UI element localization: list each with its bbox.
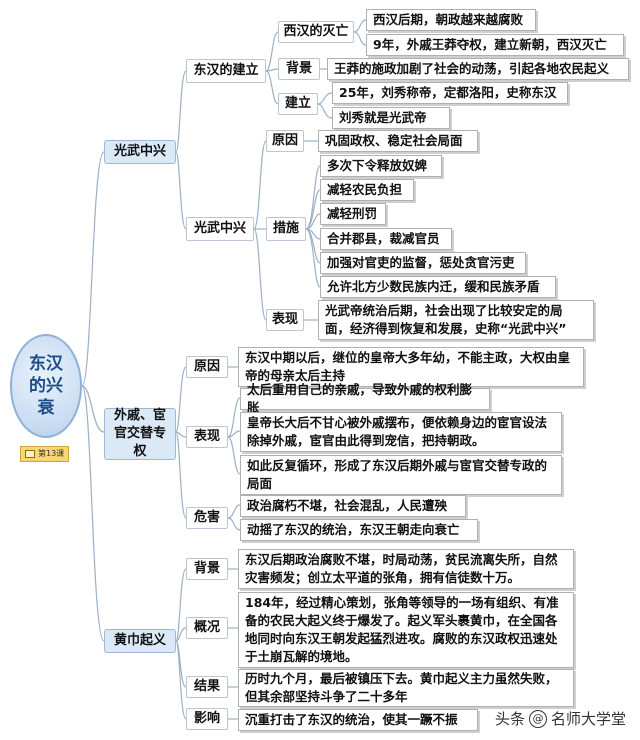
root-title-line-1: 东汉 [29, 354, 63, 374]
node-zhongxing-cuoshi[interactable]: 措施 [266, 217, 306, 241]
leaf-b2-weihai-2[interactable]: 动摇了东汉的统治，东汉王朝走向衰亡 [240, 519, 478, 541]
branch-huangjin-qiyi[interactable]: 黄巾起义 [104, 629, 176, 653]
watermark-name: 名师大学堂 [550, 710, 626, 728]
leaf-b3-gaikuang-1[interactable]: 184年，经过精心策划，张角等领导的一场有组织、有准备的农民大起义终于爆发了。起… [238, 592, 574, 668]
root-title-line-3: 衰 [37, 398, 55, 418]
leaf-cuoshi-3[interactable]: 减轻刑罚 [320, 203, 386, 225]
at-icon: @ [528, 709, 547, 728]
leaf-miewang-1[interactable]: 西汉后期，朝政越来越腐败 [366, 9, 536, 31]
leaf-cuoshi-5[interactable]: 加强对官吏的监督，惩处贪官污吏 [320, 252, 526, 274]
leaf-jianli-2[interactable]: 刘秀就是光武帝 [332, 107, 450, 129]
leaf-jianli-beijing-1[interactable]: 王莽的施政加剧了社会的动荡，引起各地农民起义 [327, 58, 629, 80]
node-donghan-jianli[interactable]: 东汉的建立 [186, 59, 266, 83]
watermark: 头条 @ 名师大学堂 [495, 708, 626, 729]
node-b2-yuanyin[interactable]: 原因 [186, 356, 228, 378]
watermark-prefix: 头条 [494, 710, 525, 728]
leaf-cuoshi-1[interactable]: 多次下令释放奴婢 [320, 155, 442, 177]
leaf-b3-beijing-1[interactable]: 东汉后期政治腐败不堪，时局动荡，贫民流离失所，自然灾害频发；创立太平道的张角，拥… [238, 549, 574, 589]
leaf-b2-biaoxian-1[interactable]: 太后重用自己的亲戚，导致外戚的权利膨胀 [240, 382, 490, 415]
leaf-cuoshi-4[interactable]: 合并郡县，裁减官员 [320, 228, 452, 250]
leaf-b2-biaoxian-3[interactable]: 如此反复循环，形成了东汉后期外戚与宦官交替专政的局面 [240, 455, 562, 495]
node-b2-weihai[interactable]: 危害 [186, 507, 228, 529]
leaf-b3-yingxiang-1[interactable]: 沉重打击了东汉的统治，使其一蹶不振 [238, 709, 478, 731]
leaf-b2-weihai-1[interactable]: 政治腐朽不堪，社会混乱，人民遭殃 [240, 495, 466, 517]
node-b2-biaoxian[interactable]: 表现 [186, 426, 228, 448]
leaf-b2-biaoxian-2[interactable]: 皇帝长大后不甘心被外戚摆布，便依赖身边的宦官设法除掉外戚，宦官由此得到宠信，把持… [240, 412, 562, 452]
lesson-icon [25, 450, 35, 458]
lesson-tag: 第13课 [20, 446, 70, 462]
node-b3-yingxiang[interactable]: 影响 [186, 708, 228, 730]
node-xihan-miewang[interactable]: 西汉的灭亡 [278, 21, 354, 43]
root-title-line-2: 的兴 [29, 376, 63, 396]
node-b3-beijing[interactable]: 背景 [186, 558, 228, 580]
leaf-b3-jieguo-1[interactable]: 历时九个月，最后被镇压下去。黄巾起义主力虽然失败，但其余部坚持斗争了二十多年 [238, 669, 574, 707]
leaf-jianli-1[interactable]: 25年，刘秀称帝，定都洛阳，史称东汉 [332, 82, 568, 104]
node-zhongxing-biaoxian[interactable]: 表现 [266, 309, 304, 331]
leaf-b2-yuanyin-1[interactable]: 东汉中期以后，继位的皇帝大多年幼，不能主政，大权由皇帝的母亲太后主持 [238, 347, 584, 387]
node-guangwu-zhongxing[interactable]: 光武中兴 [186, 217, 254, 241]
branch-guangwu-zhongxing[interactable]: 光武中兴 [104, 140, 176, 164]
node-jianli[interactable]: 建立 [278, 93, 318, 115]
node-zhongxing-yuanyin[interactable]: 原因 [266, 130, 304, 152]
leaf-zhongxing-yuanyin-1[interactable]: 巩固政权、稳定社会局面 [318, 130, 478, 152]
root-topic[interactable]: 东汉 的兴 衰 [10, 334, 82, 438]
node-jianli-beijing[interactable]: 背景 [278, 58, 320, 80]
lesson-label: 第13课 [38, 449, 65, 458]
leaf-zhongxing-biaoxian-1[interactable]: 光武帝统治后期，社会出现了比较安定的局面，经济得到恢复和发展，史称“光武中兴” [318, 300, 594, 340]
branch-waiqi-huanguan[interactable]: 外戚、宦官交替专权 [104, 408, 176, 460]
leaf-miewang-2[interactable]: 9年，外戚王莽夺权，建立新朝，西汉灭亡 [366, 34, 624, 56]
node-b3-gaikuang[interactable]: 概况 [186, 617, 228, 639]
node-b3-jieguo[interactable]: 结果 [186, 676, 228, 698]
leaf-cuoshi-6[interactable]: 允许北方少数民族内迁，缓和民族矛盾 [320, 276, 556, 298]
leaf-cuoshi-2[interactable]: 减轻农民负担 [320, 179, 414, 201]
